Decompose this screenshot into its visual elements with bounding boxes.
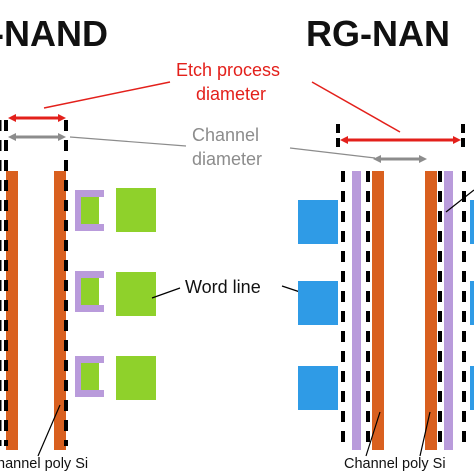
channel-poly-leader-right-1 [365, 411, 381, 457]
left-cell-1-word-line [116, 188, 156, 232]
channel-poly-label-left: nannel poly Si [0, 456, 88, 472]
channel-diameter-label-line1: Channel [192, 125, 259, 145]
left-cell-1 [75, 188, 156, 232]
channel-diameter-label-line2: diameter [192, 149, 262, 169]
right-word-line-3 [298, 366, 338, 410]
channel-leader-left [69, 136, 187, 147]
left-cell-3-blocking-oxide [75, 356, 104, 397]
left-cell-1-floating-gate [81, 197, 99, 224]
channel-poly-leader-left [37, 404, 61, 457]
right-blocking-layer-left [352, 171, 361, 450]
right-word-line-1 [298, 200, 338, 244]
left-cell-2-word-line [116, 272, 156, 316]
title-left: -NAND [0, 13, 108, 54]
left-cell-3 [75, 356, 156, 400]
right-channel-poly-si-left [372, 171, 384, 450]
left-cell-2-floating-gate [81, 278, 99, 305]
right-layer-leader [445, 189, 474, 213]
left-nand-structure [0, 114, 156, 450]
word-line-leader-left [151, 287, 181, 299]
etch-process-label-line2: diameter [196, 84, 266, 104]
left-cell-1-blocking-oxide [75, 190, 104, 231]
left-channel-poly-si-right [54, 171, 66, 450]
right-channel-poly-si-right [425, 171, 437, 450]
right-rg-nand-structure [298, 124, 474, 450]
etch-process-label-line1: Etch process [176, 60, 280, 80]
right-word-line-4 [470, 200, 474, 244]
left-channel-poly-si-left [6, 171, 18, 450]
left-cell-2 [75, 271, 156, 316]
right-blocking-layer-right [444, 171, 453, 450]
right-word-line-2 [298, 281, 338, 325]
channel-poly-label-right: Channel poly Si [344, 456, 446, 472]
left-cell-3-word-line [116, 356, 156, 400]
title-right: RG-NAN [306, 13, 450, 54]
left-cell-3-floating-gate [81, 363, 99, 390]
channel-poly-leader-right-2 [419, 411, 431, 457]
channel-leader-right [289, 147, 376, 159]
right-word-line-5 [470, 281, 474, 325]
etch-leader-left [43, 81, 171, 109]
etch-leader-right [311, 81, 401, 133]
word-line-label: Word line [185, 277, 261, 297]
left-cell-2-blocking-oxide [75, 271, 104, 312]
right-word-line-6 [470, 366, 474, 410]
